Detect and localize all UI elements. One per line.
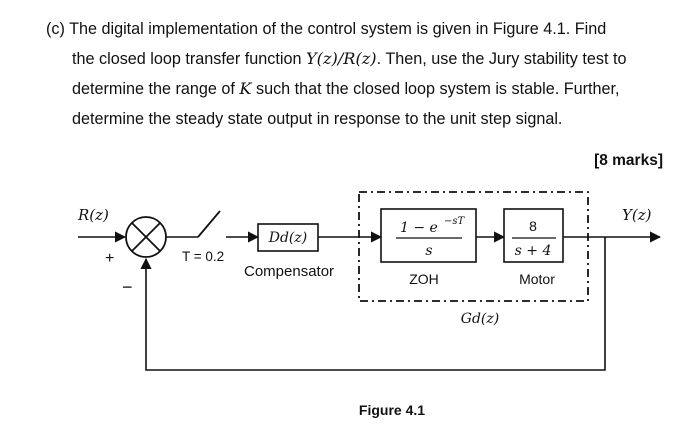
output-label: Y(z) <box>622 206 652 224</box>
plus-sign: + <box>105 250 114 267</box>
question-line-3-a: determine the range of <box>72 80 240 98</box>
plant-label: Motor <box>519 271 555 287</box>
sampler-label: T = 0.2 <box>182 249 224 264</box>
compensator-block-label: Dd(z) <box>268 230 308 246</box>
summing-junction <box>125 216 167 258</box>
question-line-3: determine the range of K such that the c… <box>46 74 676 104</box>
figure-caption: Figure 4.1 <box>358 402 426 418</box>
zoh-denominator: s <box>425 243 432 259</box>
question-line-3-b: such that the closed loop system is stab… <box>251 80 620 98</box>
minus-sign: − <box>122 277 133 297</box>
compensator-block <box>257 223 319 252</box>
gain-symbol: K <box>239 79 252 98</box>
question-line-4: determine the steady state output in res… <box>72 110 563 128</box>
zoh-label: ZOH <box>409 271 439 287</box>
zoh-numerator: 1 − e <box>400 220 438 236</box>
plant-denominator: s + 4 <box>515 243 552 259</box>
compensator-label: Compensator <box>244 263 334 280</box>
input-label: R(z) <box>77 206 109 224</box>
feedback-path <box>140 237 606 371</box>
plant-group-label: Gd(z) <box>461 311 499 327</box>
question-line-1: (c) The digital implementation of the co… <box>46 20 607 38</box>
question-line-2-a: the closed loop transfer function <box>72 50 306 68</box>
zoh-exponent: −sT <box>444 216 466 227</box>
question-line-2: the closed loop transfer function Y(z)/R… <box>46 44 676 74</box>
transfer-function-symbol: Y(z)/R(z) <box>305 49 377 68</box>
plant-numerator: 8 <box>529 218 537 234</box>
plant-block <box>503 208 564 263</box>
sampler-switch <box>197 210 260 243</box>
zoh-block <box>380 208 477 263</box>
plant-group-box <box>358 191 589 302</box>
question-text: (c) The digital implementation of the co… <box>46 14 676 134</box>
question-line-2-b: . Then, use the Jury stability test to <box>376 50 627 68</box>
marks-label: [8 marks] <box>594 152 663 169</box>
